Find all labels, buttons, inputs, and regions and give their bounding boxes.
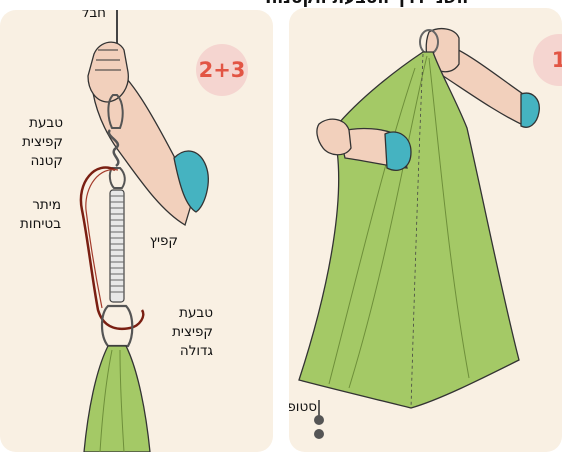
large-carabiner-shape <box>102 306 132 346</box>
small-carabiner-shape <box>110 168 125 188</box>
label-safety-cord: מיתר בטיחות <box>20 196 61 234</box>
label-rope: חבל <box>82 10 106 23</box>
step-2-3-panel: 2+3 <box>0 10 273 452</box>
upper-sleeve <box>521 93 539 127</box>
hammock-folding-illustration <box>289 8 562 452</box>
step-1-panel: 1 סטופר <box>289 8 562 452</box>
spring-coil <box>110 190 124 302</box>
label-stopper: סטופר <box>289 398 317 417</box>
label-large-carabiner: טבעת קפיצית גדולה <box>172 304 213 361</box>
label-spring: קפיץ <box>150 232 178 251</box>
instruction-caption: השני דרך הטבעת הקטנה. <box>265 0 468 8</box>
hand <box>88 42 128 102</box>
label-small-carabiner: טבעת קפיצית קטנה <box>22 114 63 171</box>
hammock-fabric-bundle <box>84 346 150 452</box>
lower-hand <box>317 119 351 155</box>
hammock-fabric <box>299 52 519 408</box>
